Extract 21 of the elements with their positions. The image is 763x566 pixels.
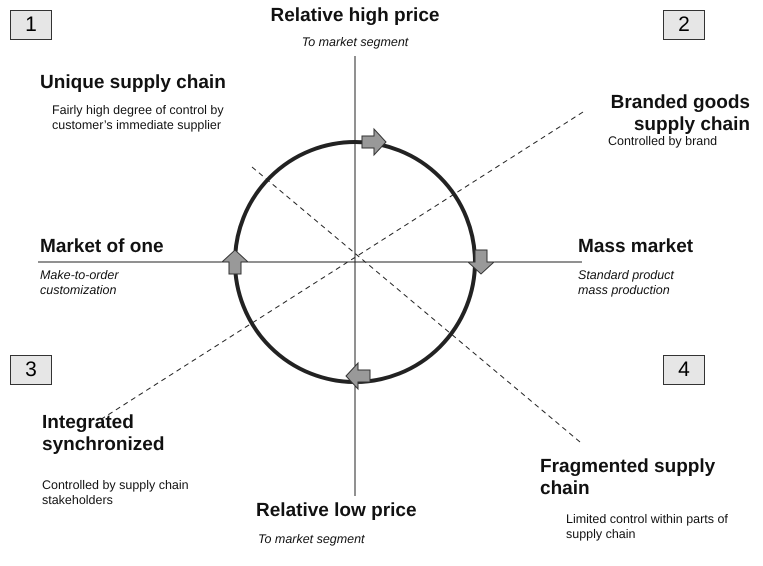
axis-heading: Relative high price (270, 5, 440, 27)
axis-heading: Relative low price (256, 500, 418, 522)
quadrant-number: 2 (663, 10, 705, 40)
quadrant-heading: Unique supply chain (40, 72, 227, 94)
axis-heading: Mass market (578, 236, 694, 258)
quadrant-description: Fairly high degree of control by customer’s immediate supplier (52, 103, 225, 133)
quadrant-number: 4 (663, 355, 705, 385)
cycle-circle (233, 140, 477, 384)
axis-subtitle: To market segment (258, 532, 366, 547)
axis-subtitle: Make-to-order customization (40, 268, 120, 298)
axis-heading: Market of one (40, 236, 165, 258)
quadrant-heading: Fragmented supply chain (540, 456, 716, 500)
quadrant-description: Limited control within parts of supply chain (566, 512, 729, 542)
quadrant-description: Controlled by brand (608, 134, 718, 149)
quadrant-number: 1 (10, 10, 52, 40)
quadrant-heading: Branded goods supply chain (610, 92, 750, 136)
axis-subtitle: Standard product mass production (578, 268, 676, 298)
quadrant-description: Controlled by supply chain stakeholders (42, 478, 190, 508)
quadrant-heading: Integrated synchronized (42, 412, 166, 456)
quadrant-number: 3 (10, 355, 52, 385)
axis-subtitle: To market segment (300, 35, 410, 50)
